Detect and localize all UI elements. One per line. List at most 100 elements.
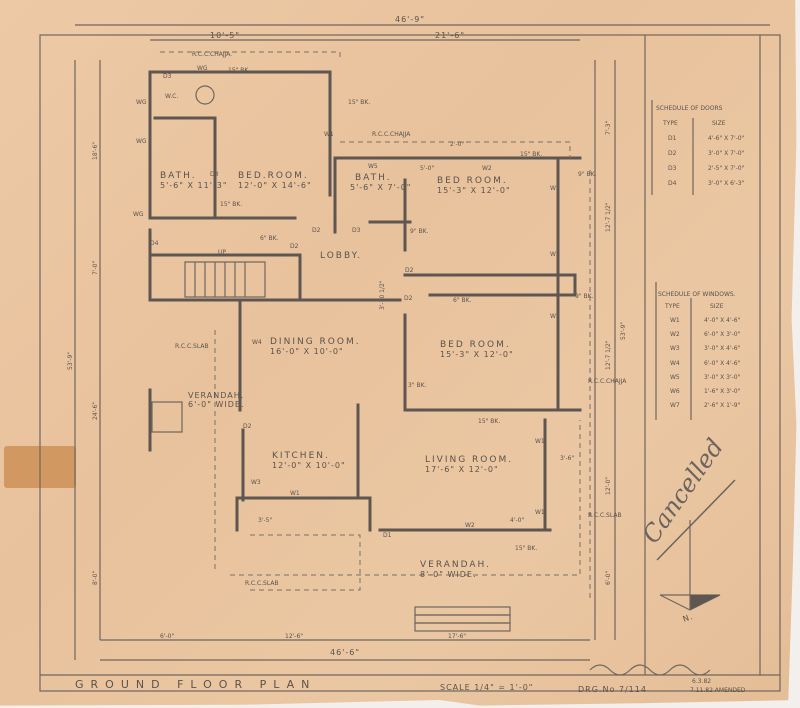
north-label: N.: [682, 612, 695, 624]
dim-right-e: 6'-0": [605, 571, 612, 585]
window-size: 6'-0" X 4'-6": [704, 360, 741, 367]
wall-tag: 9" BK.: [410, 228, 429, 235]
dim-overall-top: 46'-9": [395, 15, 425, 24]
opening-tag: W1: [550, 185, 560, 192]
window-size: 6'-0" X 3'-0": [704, 331, 741, 338]
opening-tag: D2: [312, 227, 321, 234]
opening-tag: D2: [404, 295, 413, 302]
opening-tag: WG: [133, 211, 144, 218]
window-type: W4: [670, 360, 680, 367]
door-type: D3: [668, 165, 677, 172]
label-bed2: BED ROOM.: [437, 176, 508, 186]
door-size: 3'-0" X 6'-3": [708, 180, 745, 187]
opening-tag: W1: [324, 131, 334, 138]
wall-tag: 3" BK.: [408, 382, 427, 389]
dim-right-a: 7'-3": [605, 121, 612, 135]
dim-left-c: 24'-6": [92, 402, 99, 420]
drawing-title: GROUND FLOOR PLAN: [75, 678, 316, 691]
note-slab-2: R.C.C.SLAB: [588, 512, 622, 519]
cancelled-underline: [656, 479, 736, 561]
dim-living-b: 4'-0": [510, 517, 524, 524]
label-verandah-side: VERANDAH.: [188, 391, 244, 400]
note-chajja-1: R.C.C.CHAJJA.: [192, 51, 232, 58]
wall-tags: 15" BK. 15" BK. 15" BK. 9" BK. 9" BK. 9"…: [220, 67, 597, 552]
dim-left-a: 18'-6": [92, 142, 99, 160]
dim-bottom-c: 17'-6": [448, 633, 466, 640]
opening-tag: WG: [136, 138, 147, 145]
window-schedule-header-size: SIZE: [710, 303, 724, 310]
wall-tag: 15" BK.: [478, 418, 500, 425]
label-verandah-front-size: 8'-0" WIDE.: [420, 570, 477, 579]
window-size: 3'-0" X 4'-6": [704, 345, 741, 352]
door-size: 2'-5" X 7'-0": [708, 165, 745, 172]
label-verandah-front: VERANDAH.: [420, 560, 491, 570]
window-size: 1'-6" X 3'-0": [704, 388, 741, 395]
dim-top-left: 10'-5": [210, 31, 240, 40]
window-type: W7: [670, 402, 680, 409]
door-size: 4'-6" X 7'-0": [708, 135, 745, 142]
window-type: W1: [670, 317, 680, 324]
opening-tag: D3: [352, 227, 361, 234]
wall-tag: 15" BK.: [220, 201, 242, 208]
window-schedule-header-type: TYPE: [664, 303, 680, 310]
label-bath2-size: 5'-6" X 7'-0": [350, 183, 411, 192]
wall-tag: 6" BK.: [453, 297, 472, 304]
window-type: W3: [670, 345, 680, 352]
label-kitchen-size: 12'-0" X 10'-0": [272, 461, 346, 470]
opening-tag: WG: [197, 65, 208, 72]
note-slab-3: R.C.C.SLAB: [245, 580, 279, 587]
dim-bottom-b: 12'-6": [285, 633, 303, 640]
drawing-date-amended: 7.11.82 AMENDED: [690, 687, 746, 694]
dim-bottom-a: 6'-0": [160, 633, 174, 640]
opening-tag: D1: [383, 532, 392, 539]
door-type: D1: [668, 135, 677, 142]
opening-tag: W3: [251, 479, 261, 486]
label-bed3: BED ROOM.: [440, 340, 511, 350]
drawing-number: DRG.No 7/114: [578, 685, 647, 694]
door-size: 3'-0" X 7'-0": [708, 150, 745, 157]
label-bed3-size: 15'-3" X 12'-0": [440, 350, 514, 359]
opening-tag: W2: [465, 522, 475, 529]
dim-chajja: 2'-0": [450, 141, 464, 148]
label-dining: DINING ROOM.: [270, 337, 361, 347]
note-chajja-2: R.C.C.CHAJJA: [372, 131, 411, 138]
window-type: W6: [670, 388, 680, 395]
window-type: W5: [670, 374, 680, 381]
window-size: 2'-6" X 1'-9": [704, 402, 741, 409]
dim-top-right: 21'-6": [435, 31, 465, 40]
opening-tag: D2: [243, 423, 252, 430]
wall-tag: 15" BK.: [515, 545, 537, 552]
window-size: 3'-0" X 3'-0": [704, 374, 741, 381]
door-schedule: SCHEDULE OF DOORS TYPE SIZE D1 4'-6" X 7…: [651, 100, 745, 195]
dim-right-b: 12'-7 1/2": [605, 202, 612, 232]
wall-tag: 6" BK.: [260, 235, 279, 242]
dim-w2: 5'-0": [420, 165, 434, 172]
north-arrow-icon: [659, 520, 721, 611]
label-wc: W.C.: [165, 93, 178, 100]
slab-outlines: [160, 51, 591, 600]
label-dining-size: 16'-0" X 10'-0": [270, 347, 344, 356]
opening-tag: D3: [163, 73, 172, 80]
door-type: D4: [668, 180, 677, 187]
note-chajja-3: R.C.C.CHAJJA: [588, 378, 627, 385]
opening-tag: W2: [482, 165, 492, 172]
opening-tag: D2: [405, 267, 414, 274]
dim-kitchen: 3'-5": [258, 517, 272, 524]
opening-tag: W1: [290, 490, 300, 497]
dim-left-b: 7'-0": [92, 261, 99, 275]
signature: [589, 664, 711, 676]
label-bath2: BATH.: [355, 173, 392, 183]
dim-pier: 3'-10 1/2": [379, 280, 386, 310]
door-schedule-header-type: TYPE: [662, 120, 678, 127]
door-schedule-title: SCHEDULE OF DOORS: [656, 105, 723, 112]
dimension-lines: [74, 24, 770, 661]
wall-tag: 15" BK.: [228, 67, 250, 74]
opening-tag: D2: [290, 243, 299, 250]
label-bed1: BED.ROOM.: [238, 171, 309, 181]
window-schedule-title: SCHEDULE OF WINDOWS.: [658, 291, 736, 298]
dim-right-c: 12'-7 1/2": [605, 340, 612, 370]
label-living-size: 17'-6" X 12'-0": [425, 465, 499, 474]
label-bed1-size: 12'-0" X 14'-6": [238, 181, 312, 190]
